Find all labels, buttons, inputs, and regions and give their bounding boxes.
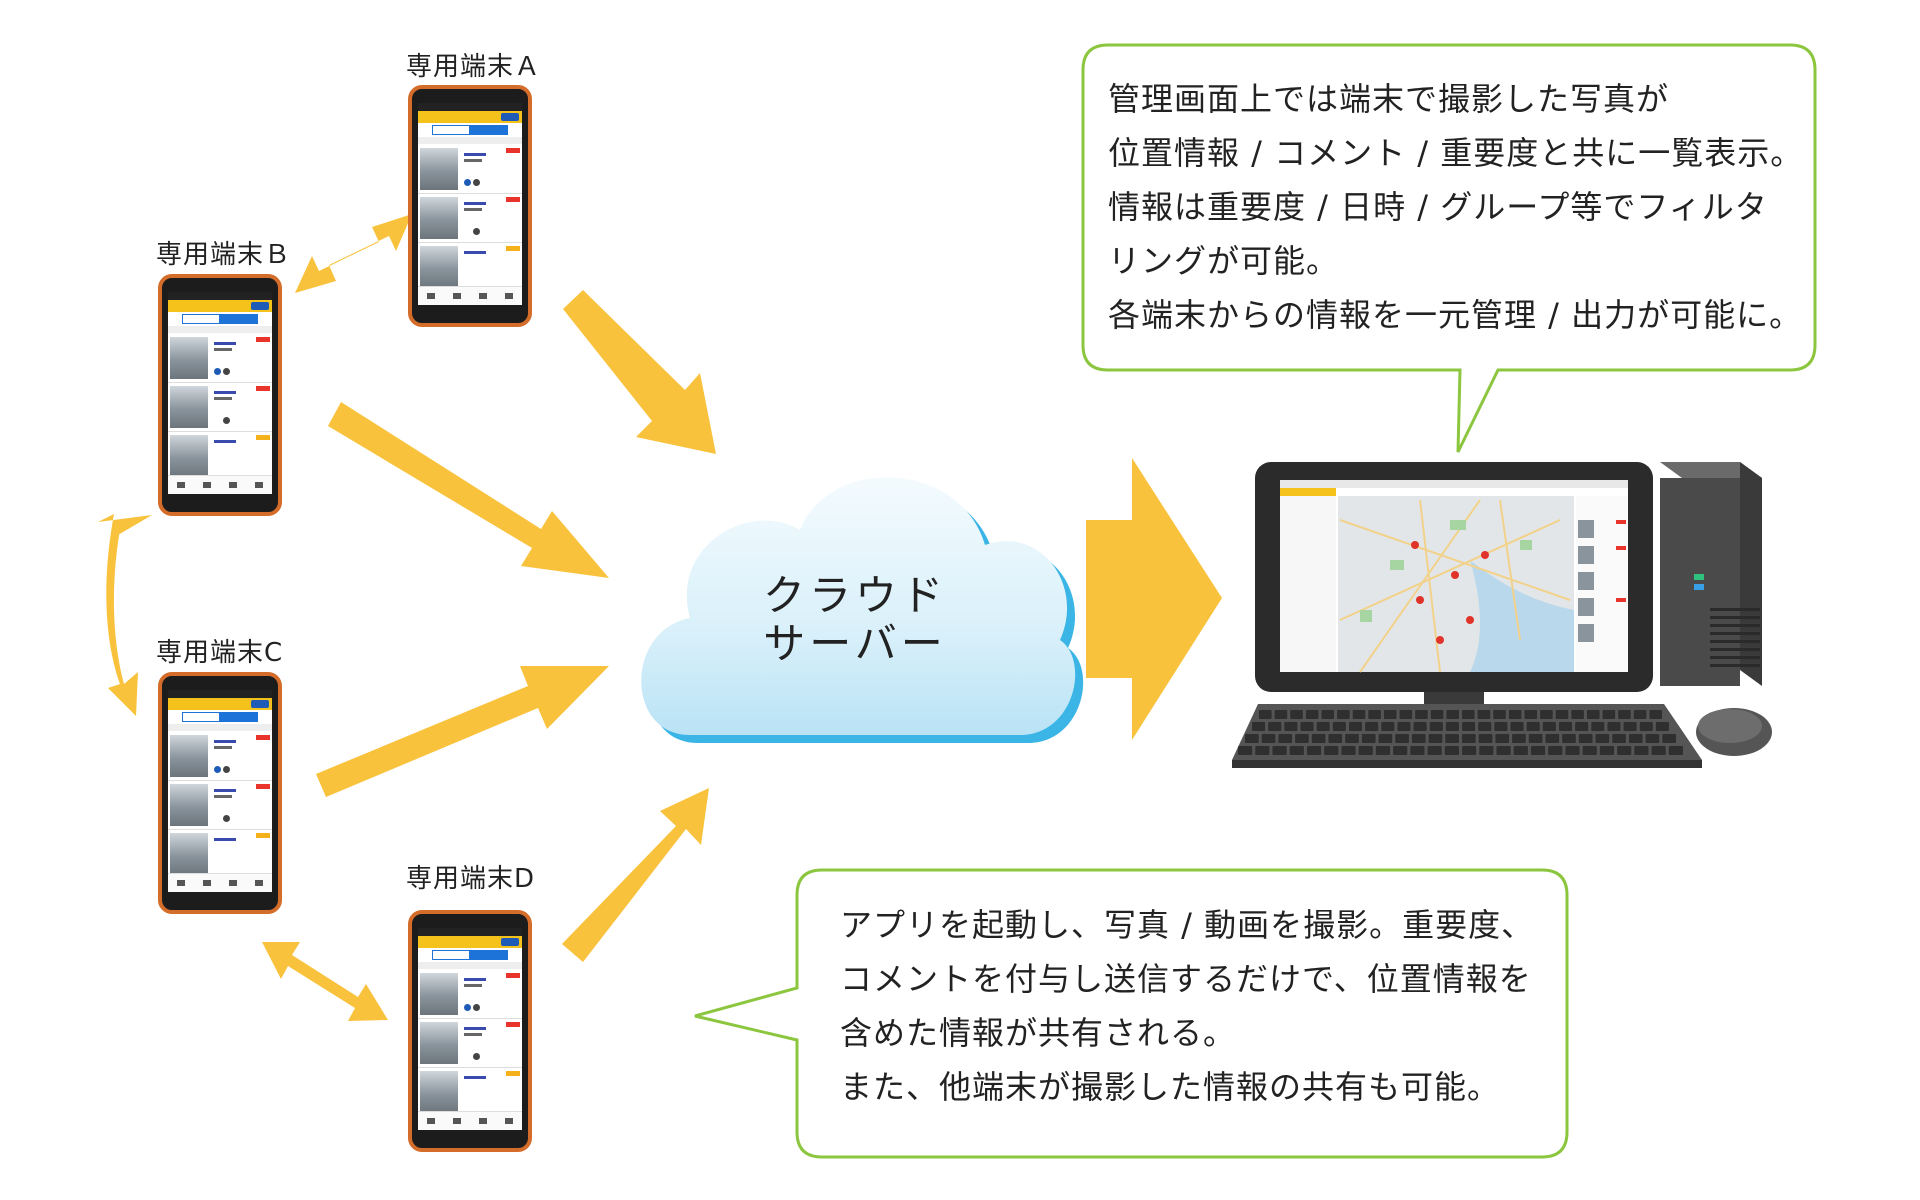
phone-terminal-c <box>158 672 282 914</box>
cloud-label-line2: サーバー <box>763 619 947 668</box>
bottom-bubble-line: コメントを付与し送信するだけで、位置情報を <box>840 960 1532 998</box>
terminal-d-label: 専用端末D <box>406 864 536 894</box>
pc-monitor <box>1255 462 1653 704</box>
cloud-to-pc-arrow <box>1086 458 1222 740</box>
bottom-bubble-text: アプリを起動し、写真 / 動画を撮影。重要度、 コメントを付与し送信するだけで、… <box>840 898 1534 1114</box>
phone-terminal-a <box>408 85 532 327</box>
top-bubble-line: 情報は重要度 / 日時 / グループ等でフィルタ <box>1108 188 1768 226</box>
terminal-b-label: 専用端末Ｂ <box>156 240 292 270</box>
cloud-shape <box>641 477 1084 743</box>
top-bubble-text: 管理画面上では端末で撮影した写真が 位置情報 / コメント / 重要度と共に一覧… <box>1108 72 1803 342</box>
bottom-bubble-line: また、他端末が撮影した情報の共有も可能。 <box>840 1068 1501 1106</box>
terminal-d-to-cloud-arrow <box>562 788 709 962</box>
bottom-bubble-line: アプリを起動し、写真 / 動画を撮影。重要度、 <box>840 906 1535 944</box>
terminal-a-label: 専用端末Ａ <box>406 52 542 82</box>
top-bubble-line: 管理画面上では端末で撮影した写真が <box>1108 80 1670 118</box>
phone-terminal-b <box>158 274 282 516</box>
terminal-c-label: 専用端末C <box>156 638 284 668</box>
terminal-b-to-cloud-arrow <box>328 402 609 578</box>
top-speech-bubble <box>1081 43 1817 453</box>
terminal-c-d-double-arrow <box>262 942 388 1021</box>
pc-keyboard <box>1232 704 1702 768</box>
terminal-b-c-double-arrow <box>98 514 152 716</box>
cloud-label-line1: クラウド <box>762 571 947 620</box>
terminal-a-b-double-arrow <box>295 214 412 293</box>
bottom-bubble-line: 含めた情報が共有される。 <box>840 1014 1237 1052</box>
pc-tower <box>1660 462 1762 686</box>
top-bubble-line: リングが可能。 <box>1108 242 1340 280</box>
terminal-a-to-cloud-arrow <box>563 290 716 454</box>
phone-terminal-d <box>408 910 532 1152</box>
cloud-server-label: クラウド サーバー <box>740 572 970 668</box>
top-bubble-line: 各端末からの情報を一元管理 / 出力が可能に。 <box>1108 296 1803 334</box>
top-bubble-line: 位置情報 / コメント / 重要度と共に一覧表示。 <box>1108 134 1804 172</box>
terminal-c-to-cloud-arrow <box>316 666 609 797</box>
bottom-speech-bubble <box>694 868 1569 1159</box>
